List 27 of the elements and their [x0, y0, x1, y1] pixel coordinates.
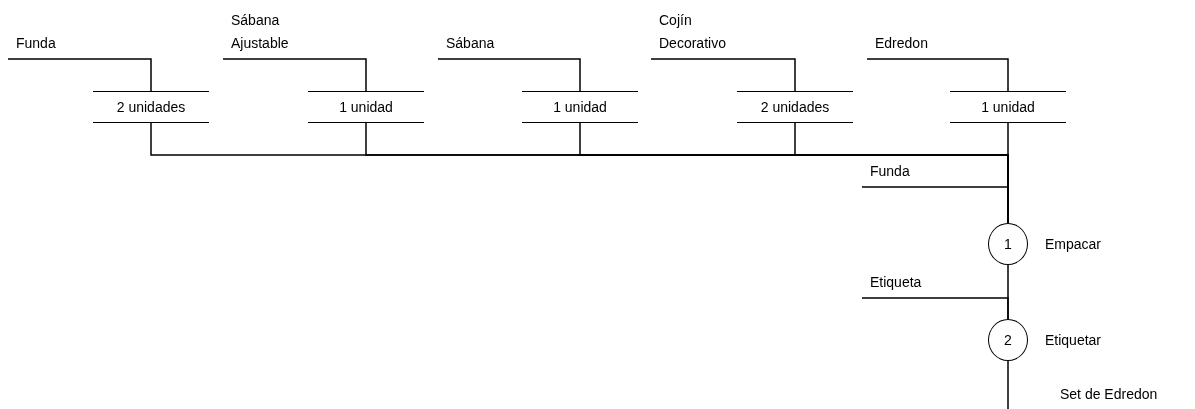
operation-circle — [988, 319, 1028, 361]
connector-line — [7, 58, 152, 92]
quantity-text: 1 unidad — [339, 99, 393, 115]
connector-line — [437, 58, 581, 92]
material-label: Edredon — [874, 34, 928, 53]
connector-line — [861, 186, 1009, 224]
product-label: Set de Edredon — [1060, 385, 1158, 403]
connector-line — [650, 58, 796, 92]
material-label: Etiqueta — [869, 273, 922, 292]
connector-line — [866, 58, 1009, 92]
operation-circle — [988, 223, 1028, 265]
material-label: Sábana — [445, 34, 495, 53]
operation-name: Etiquetar — [1045, 331, 1102, 349]
connector-line — [1007, 360, 1009, 409]
connector-line — [222, 58, 367, 92]
material-label: Funda — [869, 162, 910, 181]
material-label: Cojín Decorativo — [658, 11, 727, 53]
material-label: Sábana Ajustable — [230, 11, 290, 53]
step-number: 1 — [1004, 236, 1012, 252]
quantity-text: 1 unidad — [981, 99, 1035, 115]
quantity-text: 1 unidad — [553, 99, 607, 115]
quantity-text: 2 unidades — [116, 99, 186, 115]
step-number: 2 — [1004, 332, 1012, 348]
connector-line — [861, 297, 1009, 320]
material-label: Funda — [15, 34, 56, 53]
operation-name: Empacar — [1045, 235, 1102, 253]
quantity-text: 2 unidades — [760, 99, 830, 115]
